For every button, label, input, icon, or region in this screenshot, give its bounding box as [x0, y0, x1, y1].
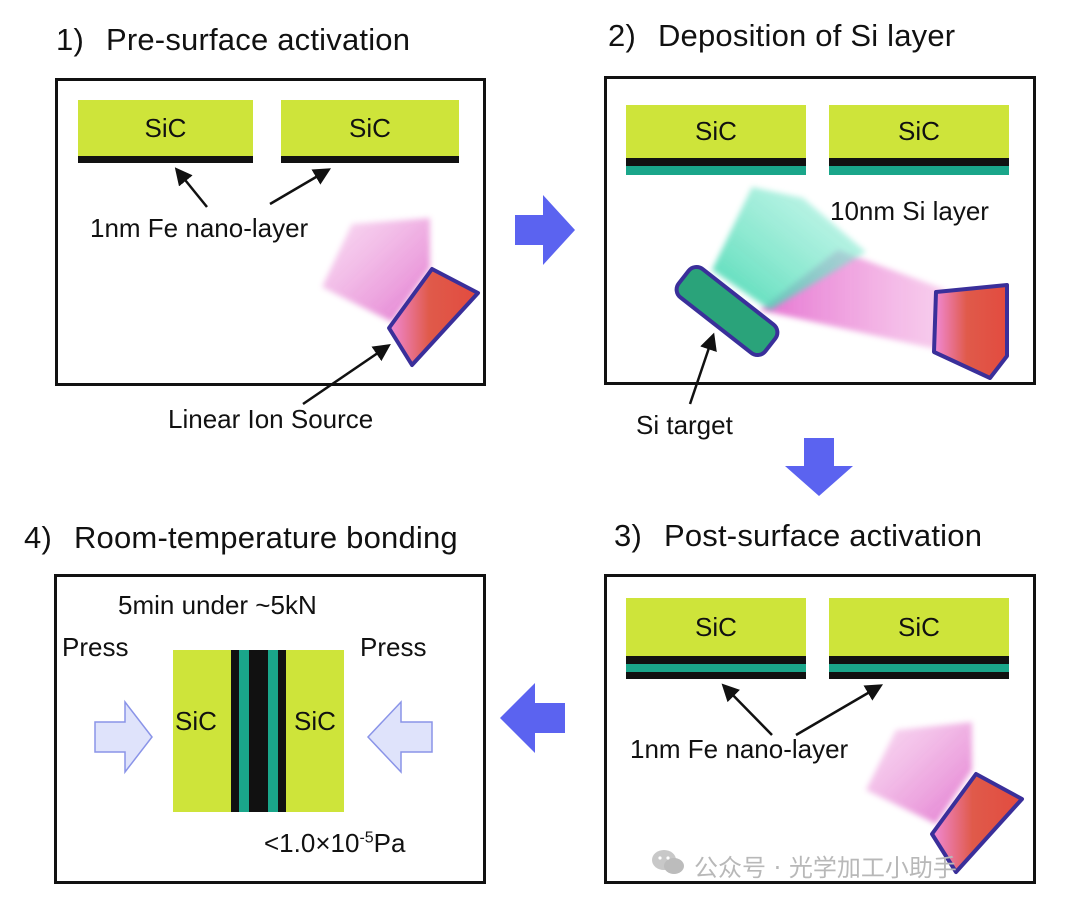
panel2-ion-source	[932, 283, 1009, 380]
panel4-sic-right-label: SiC	[294, 706, 336, 736]
panel2-sic-right-label: SiC	[898, 116, 940, 146]
step4-title-text: Room-temperature bonding	[73, 520, 458, 555]
vacuum-prefix: <1.0×10	[264, 828, 360, 858]
panel2-si-layer-label: 10nm Si layer	[830, 196, 989, 226]
step3-number: 3)	[614, 518, 642, 553]
panel2-target-arrow	[688, 332, 717, 405]
panel4-press-right: Press	[360, 632, 427, 662]
panel3-ion-source	[930, 772, 1024, 874]
panel4-bonded-stack	[173, 650, 344, 812]
panel4-condition-label: 5min under ~5kN	[118, 590, 317, 620]
step2-title-text: Deposition of Si layer	[657, 18, 956, 53]
panel3-sic-left-label: SiC	[695, 611, 737, 642]
panel3-sic-right: SiC	[829, 598, 1009, 656]
step1-number: 1)	[56, 22, 84, 57]
panel4-sic-left-label: SiC	[175, 706, 217, 736]
step1-title: 1) Pre-surface activation	[56, 22, 410, 58]
panel2-si-target	[674, 264, 780, 358]
panel2-si-layers	[626, 166, 1009, 175]
step3-title-text: Post-surface activation	[663, 518, 983, 553]
panel1-sic-left-label: SiC	[144, 112, 187, 143]
flow-arrow-1-to-2	[515, 195, 575, 265]
panel1-fe-label: 1nm Fe nano-layer	[90, 213, 309, 243]
panel2-sic-left: SiC	[626, 105, 806, 158]
panel2-si-plume	[712, 187, 866, 310]
press-arrow-right	[366, 700, 433, 774]
panel1-sic-left: SiC	[78, 100, 253, 163]
panel3-ion-beam	[866, 722, 972, 824]
panel1-fe-arrows	[174, 167, 391, 406]
panel3-fe-arrows	[721, 683, 884, 737]
panel1-source-label: Linear Ion Source	[168, 404, 374, 434]
panel1-sic-right: SiC	[281, 100, 459, 163]
panel1-ion-beam	[322, 218, 430, 322]
step2-number: 2)	[608, 18, 636, 53]
flow-arrow-2-to-3	[785, 438, 853, 496]
watermark-text: 公众号 · 光学加工小助手	[694, 854, 957, 882]
step3-title: 3) Post-surface activation	[614, 518, 982, 554]
panel3-sic-right-label: SiC	[898, 611, 940, 642]
panel1-sic-right-label: SiC	[349, 112, 391, 143]
panel2-sic-right: SiC	[829, 105, 1009, 158]
panel3-sic-left: SiC	[626, 598, 806, 656]
panel2-target-label: Si target	[636, 410, 733, 440]
vacuum-unit: Pa	[373, 828, 406, 858]
panel3-layers	[626, 664, 1009, 679]
panel4-vacuum-label: <1.0×10-5Pa	[264, 828, 405, 859]
panel1-ion-source	[387, 267, 480, 367]
panel2-fe-bar-right	[829, 158, 1009, 166]
press-arrow-left	[94, 699, 153, 775]
panel3-fe-bar-right	[829, 656, 1009, 664]
panel3-fe-label: 1nm Fe nano-layer	[630, 734, 849, 764]
panel2-fe-bar-left	[626, 158, 806, 166]
panel3-fe-bar-left	[626, 656, 806, 664]
step1-title-text: Pre-surface activation	[105, 22, 411, 57]
step4-number: 4)	[24, 520, 52, 555]
step2-title: 2) Deposition of Si layer	[608, 18, 955, 54]
panel2-sic-left-label: SiC	[695, 116, 737, 146]
step4-title: 4) Room-temperature bonding	[24, 520, 458, 556]
flow-arrow-3-to-4	[500, 683, 565, 753]
wechat-icon	[652, 850, 684, 874]
vacuum-exponent: -5	[359, 829, 374, 847]
panel4-press-left: Press	[62, 632, 129, 662]
